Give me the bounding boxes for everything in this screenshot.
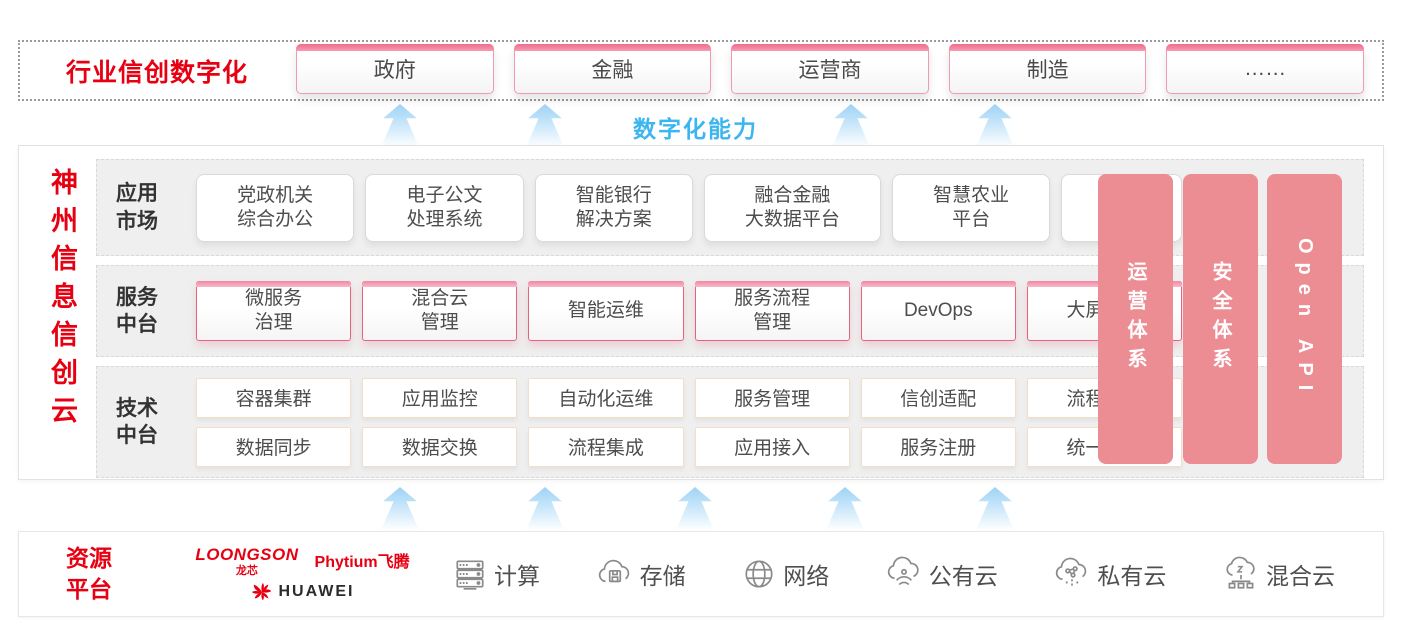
loongson-logo-text: LOONGSON — [195, 545, 299, 564]
storage-cloud-icon — [598, 559, 629, 583]
service-platform-row: 服务 中台 微服务 治理 混合云 管理 智能运维 服务流程 管理 DevOps … — [96, 265, 1364, 357]
pillar-open-api: Open API — [1267, 174, 1342, 464]
vendor-logos: LOONGSON 龙芯 Phytium飞腾 — [195, 545, 410, 603]
service-box-devops: DevOps — [860, 281, 1017, 341]
capability-label: 数字化能力 — [633, 116, 758, 142]
huawei-logo: HUAWEI — [251, 581, 355, 603]
industry-box-finance: 金融 — [513, 43, 712, 94]
app-box-smart-bank: 智能银行 解决方案 — [534, 173, 693, 242]
up-arrow-icon — [381, 487, 419, 529]
resource-items: 计算 存储 网络 — [452, 556, 1335, 592]
tech-box-app-access: 应用接入 — [694, 426, 850, 467]
public-cloud-icon — [887, 556, 919, 586]
resource-item-label: 存储 — [639, 563, 686, 589]
app-box-gov-office: 党政机关 综合办公 — [196, 173, 355, 242]
industry-band: 行业信创数字化 政府 金融 运营商 制造 …… — [18, 40, 1384, 101]
pillar-operation-system: 运营体系 — [1098, 174, 1173, 464]
app-box-smart-agriculture: 智慧农业 平台 — [891, 173, 1051, 242]
platform-vertical-title: 神州信息信创云 — [47, 168, 77, 434]
app-market-boxes: 党政机关 综合办公 电子公文 处理系统 智能银行 解决方案 融合金融 大数据平台… — [196, 173, 1183, 242]
tech-platform-label: 技术 中台 — [116, 396, 158, 447]
tech-platform-row: 技术 中台 容器集群 应用监控 自动化运维 服务管理 信创适配 流程引擎 数据同… — [96, 366, 1364, 478]
up-arrow-icon — [526, 104, 564, 146]
resource-item-label: 计算 — [494, 563, 540, 589]
tech-box-auto-ops: 自动化运维 — [528, 377, 684, 418]
resource-item-hybrid-cloud: 混合云 — [1222, 556, 1335, 592]
tech-row-1: 容器集群 应用监控 自动化运维 服务管理 信创适配 流程引擎 — [196, 377, 1183, 418]
app-box-edoc-system: 电子公文 处理系统 — [365, 173, 524, 242]
resource-item-label: 混合云 — [1265, 563, 1335, 589]
up-arrow-icon — [381, 104, 419, 146]
service-box-microservice: 微服务 治理 — [196, 281, 352, 341]
tech-box-data-sync: 数据同步 — [196, 426, 352, 467]
industry-box-manufacturing: 制造 — [948, 43, 1147, 94]
resource-item-private-cloud: 私有云 — [1053, 556, 1166, 592]
server-icon — [456, 560, 484, 590]
resource-item-label: 私有云 — [1097, 563, 1167, 589]
tech-box-container-cluster: 容器集群 — [196, 377, 352, 418]
industry-band-title: 行业信创数字化 — [66, 58, 249, 87]
up-arrow-icon — [976, 487, 1014, 529]
private-cloud-icon — [1056, 557, 1087, 586]
hybrid-cloud-icon — [1226, 556, 1255, 589]
app-market-label: 应用 市场 — [116, 182, 158, 233]
tech-box-xinchuang-adapt: 信创适配 — [860, 377, 1016, 418]
industry-box-operator: 运营商 — [731, 43, 929, 94]
service-platform-label: 服务 中台 — [116, 285, 158, 336]
app-box-finance-bigdata: 融合金融 大数据平台 — [703, 173, 881, 242]
cloud-platform-panel: 神州信息信创云 应用 市场 党政机关 综合办公 电子公文 处理系统 智能银行 解… — [18, 145, 1384, 480]
resource-item-storage: 存储 — [596, 556, 686, 592]
app-market-row: 应用 市场 党政机关 综合办公 电子公文 处理系统 智能银行 解决方案 融合金融… — [96, 159, 1364, 256]
service-platform-boxes: 微服务 治理 混合云 管理 智能运维 服务流程 管理 DevOps 大屏展示 — [196, 281, 1183, 341]
resource-item-label: 公有云 — [928, 563, 998, 589]
service-box-hybrid-cloud-mgmt: 混合云 管理 — [362, 281, 518, 341]
network-globe-icon — [745, 560, 773, 588]
tech-box-app-monitoring: 应用监控 — [362, 377, 518, 418]
up-arrow-icon — [526, 487, 564, 529]
service-box-service-flow: 服务流程 管理 — [694, 281, 850, 341]
industry-box-list: 政府 金融 运营商 制造 …… — [296, 43, 1364, 94]
tech-box-service-registry: 服务注册 — [860, 426, 1016, 467]
up-arrow-icon — [832, 104, 870, 146]
resource-item-compute: 计算 — [452, 556, 540, 592]
pillar-security-system: 安全体系 — [1183, 174, 1258, 464]
resource-item-public-cloud: 公有云 — [885, 556, 998, 592]
tech-platform-boxes: 容器集群 应用监控 自动化运维 服务管理 信创适配 流程引擎 数据同步 数据交换… — [196, 377, 1183, 467]
tech-box-process-integration: 流程集成 — [528, 426, 684, 467]
up-arrow-icon — [676, 487, 714, 529]
service-box-smart-ops: 智能运维 — [528, 281, 684, 341]
resource-platform-band: 资源 平台 LOONGSON 龙芯 Phytium飞腾 — [18, 531, 1384, 617]
resource-platform-label: 资源 平台 — [66, 544, 112, 602]
industry-box-government: 政府 — [296, 43, 494, 94]
tech-row-2: 数据同步 数据交换 流程集成 应用接入 服务注册 统一认证 — [196, 426, 1183, 467]
resource-item-network: 网络 — [741, 556, 829, 592]
tech-box-data-exchange: 数据交换 — [362, 426, 518, 467]
loongson-logo-cn: 龙芯 — [235, 565, 258, 577]
industry-box-more: …… — [1166, 43, 1364, 94]
loongson-logo: LOONGSON 龙芯 — [195, 545, 298, 578]
vendor-logos-row: LOONGSON 龙芯 Phytium飞腾 — [195, 545, 409, 578]
tech-box-service-mgmt: 服务管理 — [694, 377, 850, 418]
up-arrow-icon — [976, 104, 1014, 146]
up-arrow-icon — [826, 487, 864, 529]
resource-item-label: 网络 — [783, 563, 830, 589]
huawei-flower-icon — [251, 582, 271, 601]
phytium-logo: Phytium飞腾 — [314, 554, 410, 571]
huawei-logo-text: HUAWEI — [278, 583, 355, 600]
